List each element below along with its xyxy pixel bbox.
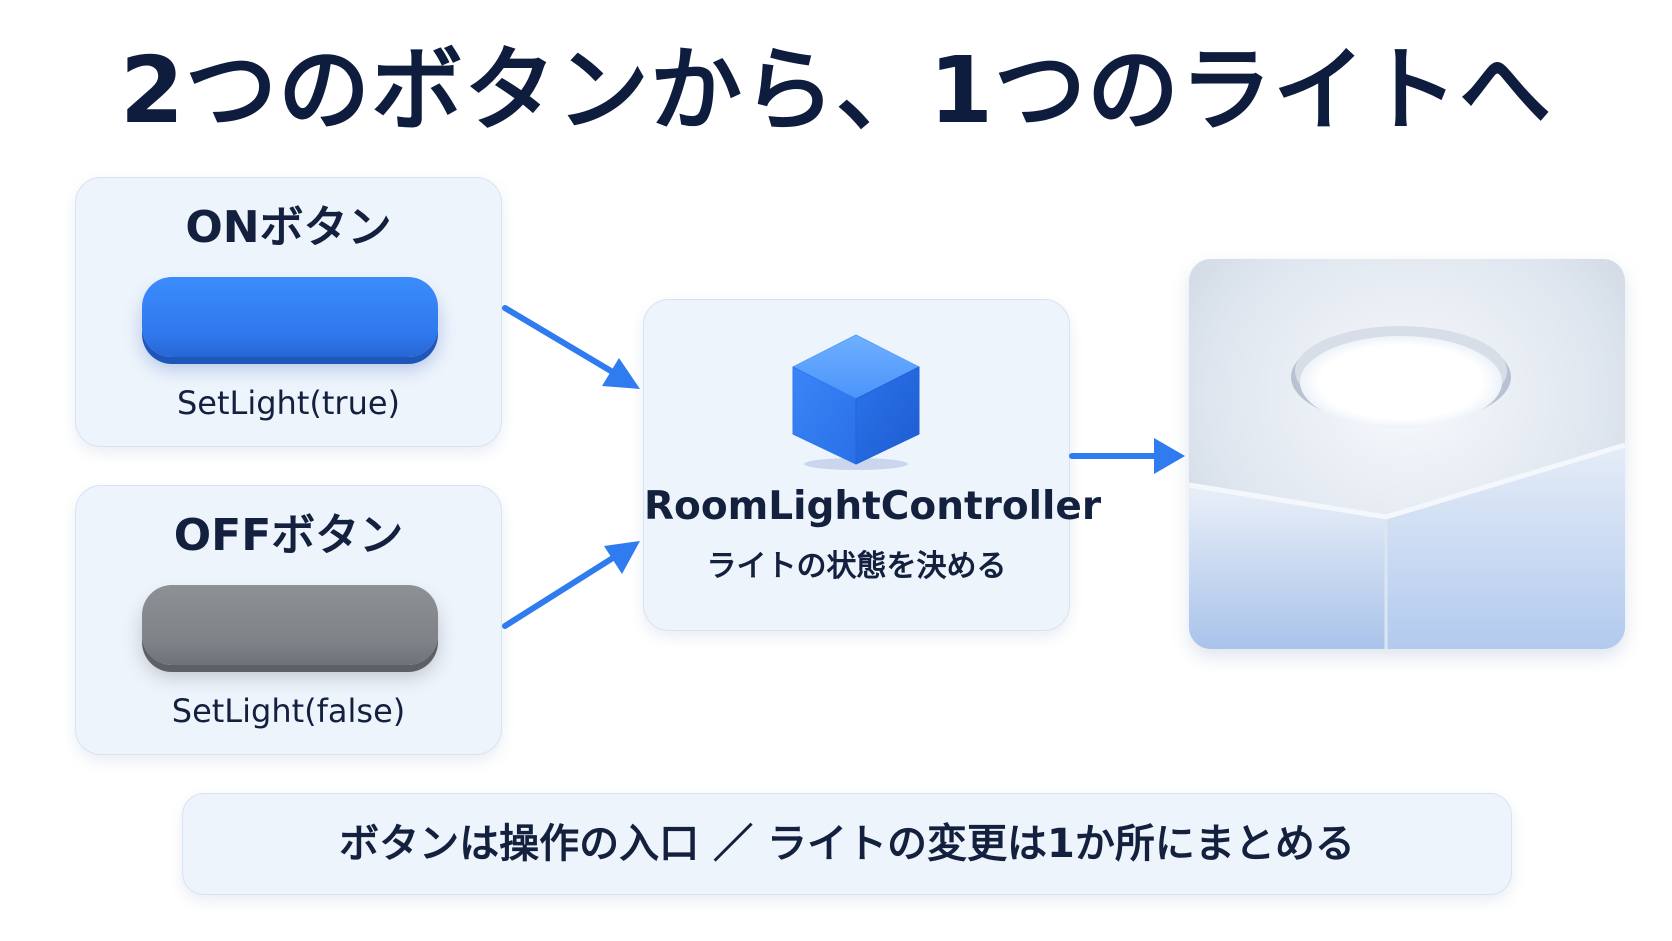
cube-icon — [792, 334, 920, 470]
controller-card: RoomLightController ライトの状態を決める — [643, 299, 1102, 631]
ceiling-light-image — [1189, 259, 1625, 649]
off-button-card: OFFボタン SetLight(false) — [75, 485, 502, 755]
arrow-controller-to-light — [1069, 438, 1185, 474]
footer-box: ボタンは操作の入口 ／ ライトの変更は1か所にまとめる — [182, 793, 1512, 895]
on-button-caption: SetLight(true) — [176, 384, 401, 422]
on-button-title: ONボタン — [185, 202, 392, 253]
page-title: 2つのボタンから、1つのライトへ — [119, 37, 1553, 144]
off-button-caption: SetLight(false) — [171, 692, 406, 730]
on-button-card: ONボタン SetLight(true) — [75, 177, 502, 447]
off-button[interactable] — [142, 585, 438, 665]
footer-text: ボタンは操作の入口 ／ ライトの変更は1か所にまとめる — [339, 821, 1355, 867]
controller-description: ライトの状態を決める — [706, 549, 1007, 584]
controller-name: RoomLightController — [644, 484, 1102, 529]
off-button-title: OFFボタン — [173, 510, 404, 561]
on-button[interactable] — [142, 277, 438, 357]
arrow-off-to-controller — [502, 541, 640, 629]
arrow-on-to-controller — [502, 305, 640, 389]
ceiling-light-icon — [1189, 259, 1625, 649]
